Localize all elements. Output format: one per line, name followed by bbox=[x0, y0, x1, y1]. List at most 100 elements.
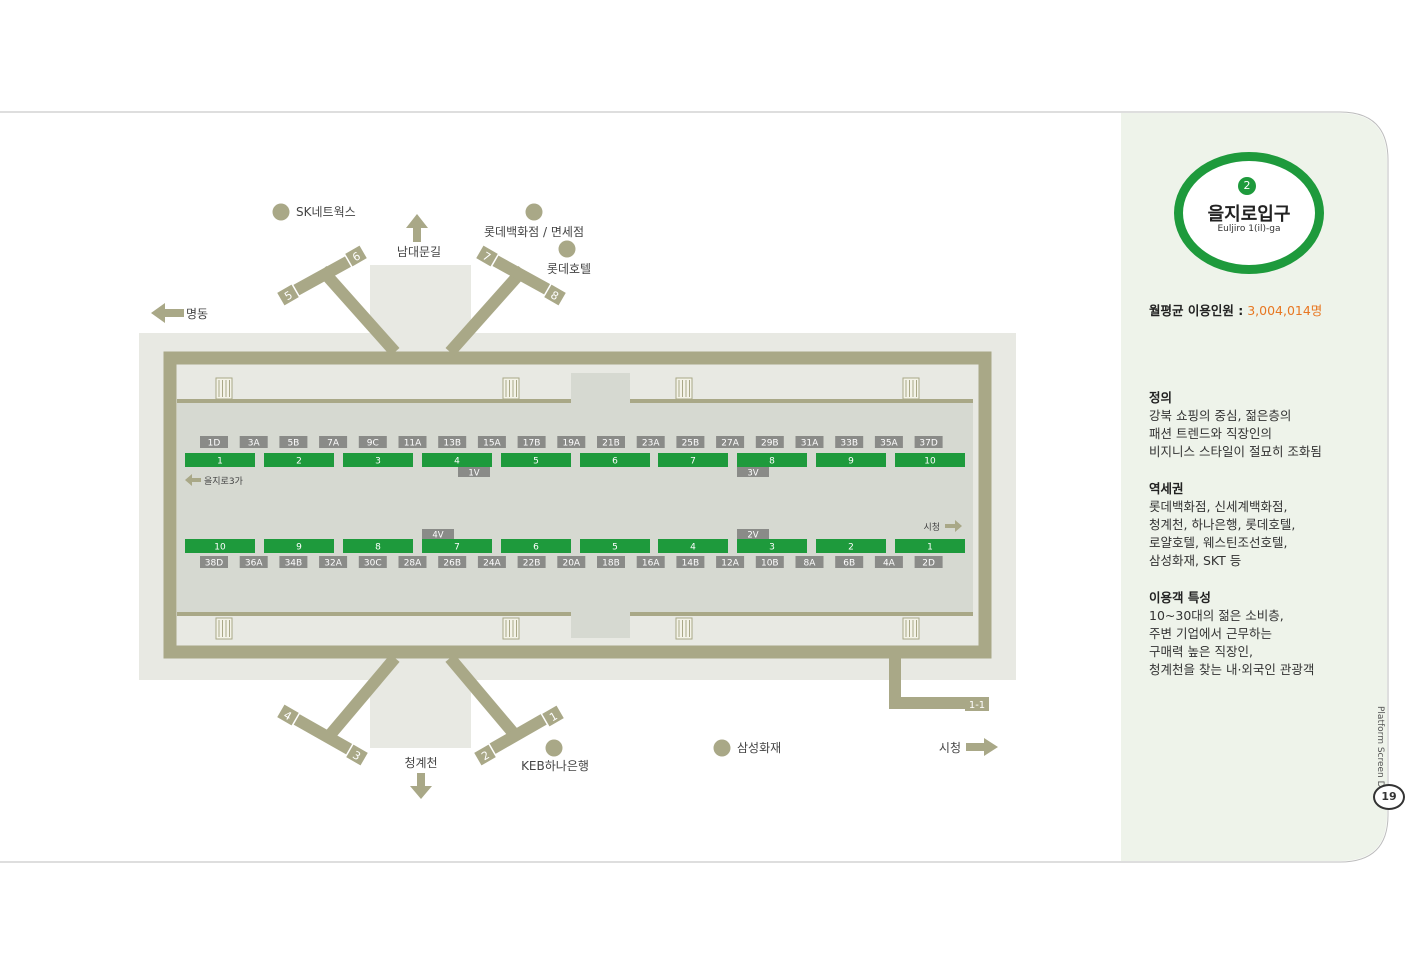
stair-icon bbox=[675, 377, 693, 400]
platform-door-number: 7 bbox=[454, 543, 460, 553]
platform-door bbox=[501, 453, 571, 467]
door-code-box bbox=[835, 436, 864, 448]
platform-door bbox=[658, 539, 728, 553]
station-frame bbox=[163, 351, 992, 659]
section-line: 삼성화재, SKT 등 bbox=[1149, 553, 1242, 568]
ridership-value: 3,004,014명 bbox=[1247, 303, 1323, 318]
door-code-label: 12A bbox=[721, 559, 739, 569]
door-code-box bbox=[438, 556, 467, 568]
exit-badge-box bbox=[275, 282, 301, 308]
stair-icon bbox=[902, 617, 920, 640]
door-code-box bbox=[239, 556, 268, 568]
exit-badge-box bbox=[474, 243, 500, 269]
landmark-dot bbox=[713, 739, 731, 757]
door-code-box bbox=[517, 556, 546, 568]
door-code-box bbox=[795, 556, 824, 568]
exit-badge-box bbox=[344, 742, 370, 768]
exit-badge-box bbox=[965, 697, 989, 711]
platform-door-number: 4 bbox=[690, 543, 696, 553]
exit-badge-box bbox=[540, 703, 566, 729]
door-code-box bbox=[358, 556, 387, 568]
landmark-dot bbox=[545, 739, 563, 757]
door-code-box bbox=[239, 436, 268, 448]
ridership: 월평균 이용인원 : 3,004,014명 bbox=[1149, 300, 1322, 319]
stair-icon bbox=[502, 377, 520, 400]
door-code-box bbox=[358, 436, 387, 448]
landmark-label: 삼성화재 bbox=[737, 741, 781, 755]
platform-door bbox=[895, 539, 965, 553]
platform-door-number: 4 bbox=[454, 457, 460, 467]
door-code-box bbox=[914, 436, 943, 448]
door-code-label: 36A bbox=[245, 559, 263, 569]
door-code-label: 8A bbox=[804, 559, 817, 569]
exit-number: 1-1 bbox=[969, 700, 985, 711]
door-code-box bbox=[398, 436, 427, 448]
door-code-label: 17B bbox=[523, 439, 541, 449]
stair-block-bottom bbox=[571, 612, 630, 638]
section-line: 청계천을 찾는 내·외국인 관광객 bbox=[1149, 662, 1315, 677]
section-line: 청계천, 하나은행, 롯데호텔, bbox=[1149, 517, 1296, 532]
track-label: 시청 bbox=[923, 522, 940, 533]
ridership-label: 월평균 이용인원 : bbox=[1149, 303, 1244, 318]
section-line: 주변 기업에서 근무하는 bbox=[1149, 626, 1272, 641]
platform-door-number: 10 bbox=[214, 543, 226, 553]
section-heading: 이용객 특성 bbox=[1149, 590, 1211, 605]
platform-door-number: 7 bbox=[690, 457, 696, 467]
vent-box bbox=[458, 467, 490, 477]
stair-icon bbox=[215, 377, 233, 400]
door-code-box bbox=[319, 436, 348, 448]
door-code-label: 1D bbox=[208, 439, 221, 449]
south-passage bbox=[370, 678, 471, 748]
arrow-right-icon bbox=[945, 520, 962, 532]
door-code-label: 11A bbox=[404, 439, 422, 449]
platform-door-number: 5 bbox=[533, 457, 539, 467]
section-line: 패션 트렌드와 직장인의 bbox=[1149, 426, 1272, 441]
door-code-label: 35A bbox=[880, 439, 898, 449]
landmark-label: 시청 bbox=[939, 741, 961, 755]
vent-box bbox=[737, 529, 769, 539]
door-code-label: 21B bbox=[602, 439, 620, 449]
door-code-box bbox=[795, 436, 824, 448]
platform-edge bbox=[177, 612, 571, 616]
door-code-box bbox=[517, 436, 546, 448]
door-code-label: 18B bbox=[602, 559, 620, 569]
exit-badge-box bbox=[542, 282, 568, 308]
section-line: 구매력 높은 직장인, bbox=[1149, 644, 1253, 659]
exit-badge: 1 bbox=[540, 703, 566, 729]
door-code-box bbox=[557, 556, 586, 568]
platform-door bbox=[264, 453, 334, 467]
exit-badge: 5 bbox=[275, 282, 301, 308]
door-code-box bbox=[477, 436, 506, 448]
platform-door-number: 9 bbox=[296, 543, 302, 553]
landmark-dot bbox=[558, 240, 576, 258]
arrow-right-icon bbox=[966, 738, 998, 756]
door-code-label: 14B bbox=[682, 559, 700, 569]
door-code-box bbox=[200, 556, 228, 568]
platform-edge bbox=[630, 612, 973, 616]
door-code-label: 33B bbox=[840, 439, 858, 449]
section-area: 역세권 롯데백화점, 신세계백화점, 청계천, 하나은행, 롯데호텔, 로얄호텔… bbox=[1149, 480, 1295, 570]
exit-badge-box bbox=[275, 702, 301, 728]
platform-door bbox=[264, 539, 334, 553]
stair-icon bbox=[675, 617, 693, 640]
stair-icon bbox=[215, 617, 233, 640]
page-frame bbox=[0, 111, 1389, 863]
exit-badge: 4 bbox=[275, 702, 301, 728]
door-code-label: 20A bbox=[562, 559, 580, 569]
platform-door-number: 3 bbox=[375, 457, 381, 467]
platform-door bbox=[737, 453, 807, 467]
door-code-label: 26B bbox=[443, 559, 461, 569]
door-code-box bbox=[279, 436, 308, 448]
platform-door-number: 2 bbox=[848, 543, 854, 553]
vent-label: 4V bbox=[432, 531, 443, 541]
platform-door-number: 8 bbox=[375, 543, 381, 553]
door-code-box bbox=[398, 556, 427, 568]
landmark-label: 롯데백화점 / 면세점 bbox=[484, 225, 584, 239]
stair-block-top bbox=[571, 373, 630, 403]
arrow-up-icon bbox=[406, 214, 428, 242]
vent-label: 2V bbox=[747, 531, 758, 541]
door-code-box bbox=[716, 556, 745, 568]
vent-label: 3V bbox=[747, 469, 758, 479]
landmark-label: SK네트웍스 bbox=[296, 205, 356, 219]
platform-edge bbox=[177, 399, 571, 403]
